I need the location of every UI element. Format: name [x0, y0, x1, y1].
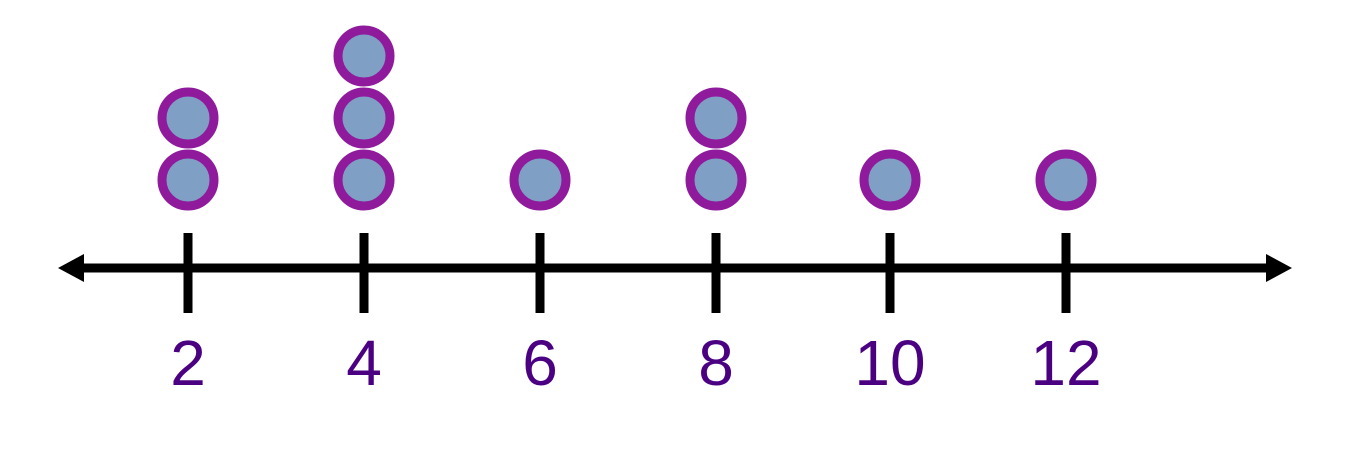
number-line-axis	[58, 253, 1292, 283]
right-arrow-head-icon	[1266, 253, 1292, 283]
data-dot-4-2	[333, 87, 395, 149]
tick-label-6: 6	[522, 327, 558, 399]
data-dot-8-2	[685, 87, 747, 149]
tick-label-4: 4	[346, 327, 382, 399]
tick-label-8: 8	[698, 327, 734, 399]
tick-label-group: 2 4 6 8 10 12	[170, 327, 1101, 399]
data-dot-12-1	[1035, 149, 1097, 211]
data-dot-6-1	[509, 149, 571, 211]
dot-stack-group	[157, 25, 1097, 211]
tick-mark-group	[183, 233, 1071, 313]
data-dot-10-1	[859, 149, 921, 211]
tick-label-12: 12	[1030, 327, 1101, 399]
tick-label-10: 10	[854, 327, 925, 399]
data-dot-4-1	[333, 149, 395, 211]
data-dot-4-3	[333, 25, 395, 87]
data-dot-8-1	[685, 149, 747, 211]
data-dot-2-1	[157, 149, 219, 211]
data-dot-2-2	[157, 87, 219, 149]
left-arrow-head-icon	[58, 253, 84, 283]
tick-label-2: 2	[170, 327, 206, 399]
